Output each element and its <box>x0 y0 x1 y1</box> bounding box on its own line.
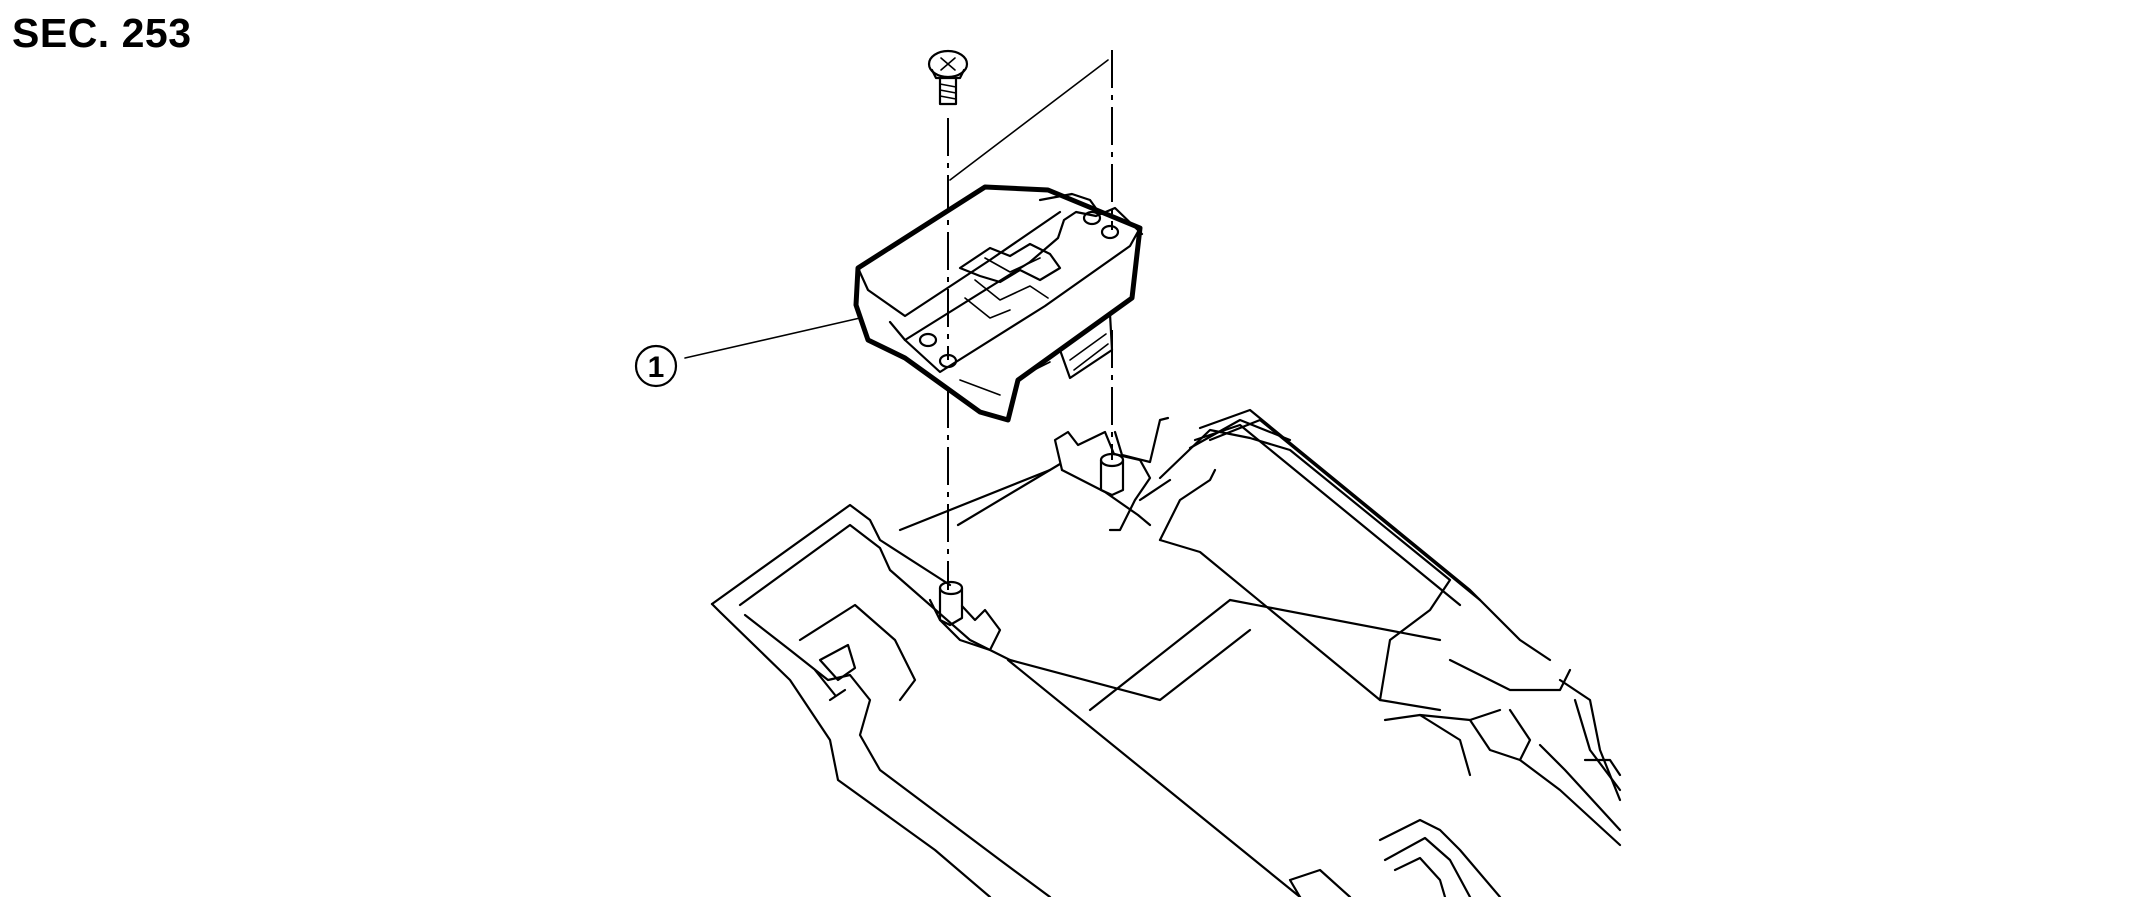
control-unit <box>853 184 1144 423</box>
bolt-icon <box>927 49 969 106</box>
console-housing <box>710 408 1622 897</box>
callout-number: 1 <box>648 351 665 384</box>
callout-1: 1 <box>634 317 861 388</box>
alignment-lines <box>947 50 1113 590</box>
section-label: SEC. 253 <box>12 10 192 56</box>
